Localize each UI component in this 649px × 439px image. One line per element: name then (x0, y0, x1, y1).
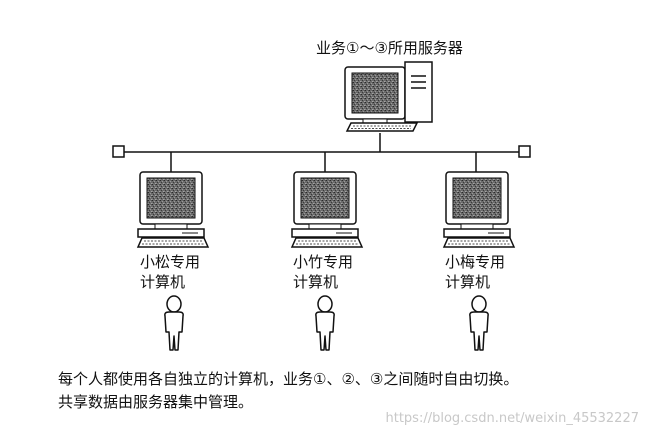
workstation-computer-icon-2 (290, 171, 364, 248)
person-icon-3 (469, 295, 489, 351)
workstation-label-1-line1: 小松专用 (140, 253, 201, 271)
workstation-label-1: 小松专用 计算机 (140, 252, 200, 292)
workstation-label-3-line2: 计算机 (445, 273, 491, 291)
bus-terminator-left (112, 145, 125, 158)
caption-line-2: 共享数据由服务器集中管理。 (58, 393, 254, 411)
workstation-computer-icon-3 (442, 171, 516, 248)
bus-terminator-right (518, 145, 531, 158)
workstation-label-2-line1: 小竹专用 (293, 253, 354, 271)
person-icon-2 (315, 295, 335, 351)
workstation-label-2: 小竹专用 计算机 (293, 252, 353, 292)
person-icon-1 (164, 295, 184, 351)
network-bus (112, 133, 531, 172)
caption-line-1: 每个人都使用各自独立的计算机，业务①、②、③之间随时自由切换。 (58, 370, 519, 388)
workstation-label-1-line2: 计算机 (140, 273, 186, 291)
workstation-label-3: 小梅专用 计算机 (445, 252, 505, 292)
workstation-label-2-line2: 计算机 (293, 273, 339, 291)
workstation-computer-icon-1 (136, 171, 210, 248)
server-label: 业务①～③所用服务器 (316, 39, 463, 57)
workstation-label-3-line1: 小梅专用 (445, 253, 506, 271)
watermark-text: https://blog.csdn.net/weixin_45532227 (385, 411, 639, 426)
server-computer-icon (344, 61, 433, 132)
